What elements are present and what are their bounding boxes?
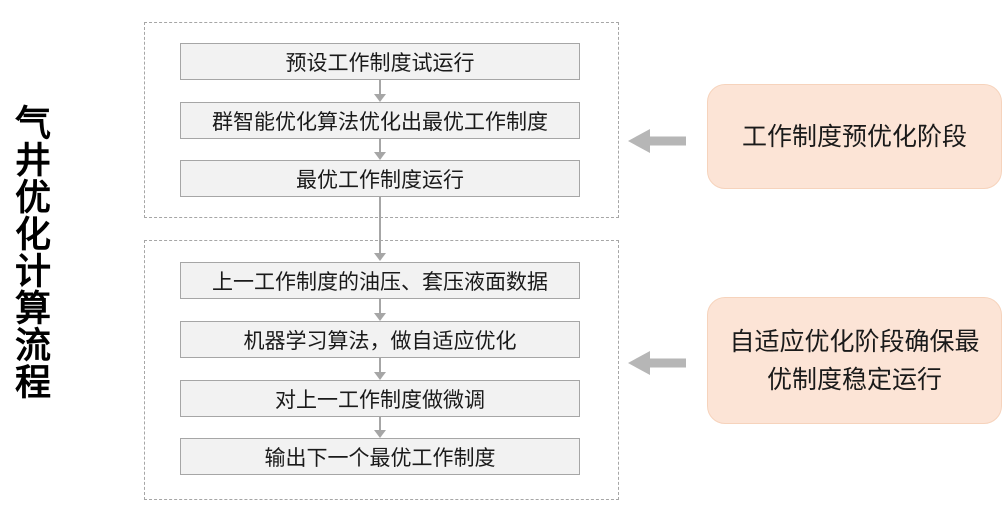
down-arrow-icon [373, 417, 387, 438]
down-arrow-icon [373, 197, 387, 261]
left-arrow-icon [628, 129, 686, 153]
stage1-group [144, 22, 619, 218]
down-arrow-icon [373, 80, 387, 102]
flow-step-optimal-regime-run: 最优工作制度运行 [180, 160, 580, 197]
flow-step-pressure-data: 上一工作制度的油压、套压液面数据 [180, 262, 580, 299]
flow-step-preset-trial-run: 预设工作制度试运行 [180, 43, 580, 80]
page-title: 气井优化计算流程 [9, 104, 50, 400]
callout-pre-optimization-stage: 工作制度预优化阶段 [707, 84, 1002, 189]
callout-line: 工作制度预优化阶段 [741, 121, 967, 151]
flow-step-fine-tune: 对上一工作制度做微调 [180, 380, 580, 417]
stage2-group [144, 240, 619, 500]
flow-step-output-next-regime: 输出下一个最优工作制度 [180, 438, 580, 475]
flow-step-swarm-optimization: 群智能优化算法优化出最优工作制度 [180, 102, 580, 139]
left-arrow-icon [628, 351, 686, 375]
callout-adaptive-stage: 自适应优化阶段确保最 优制度稳定运行 [707, 297, 1002, 424]
down-arrow-icon [373, 139, 387, 160]
flow-step-machine-learning: 机器学习算法，做自适应优化 [180, 321, 580, 358]
down-arrow-icon [373, 358, 387, 380]
callout-line: 优制度稳定运行 [766, 364, 942, 394]
down-arrow-icon [373, 299, 387, 321]
callout-line: 自适应优化阶段确保最 [729, 326, 980, 356]
